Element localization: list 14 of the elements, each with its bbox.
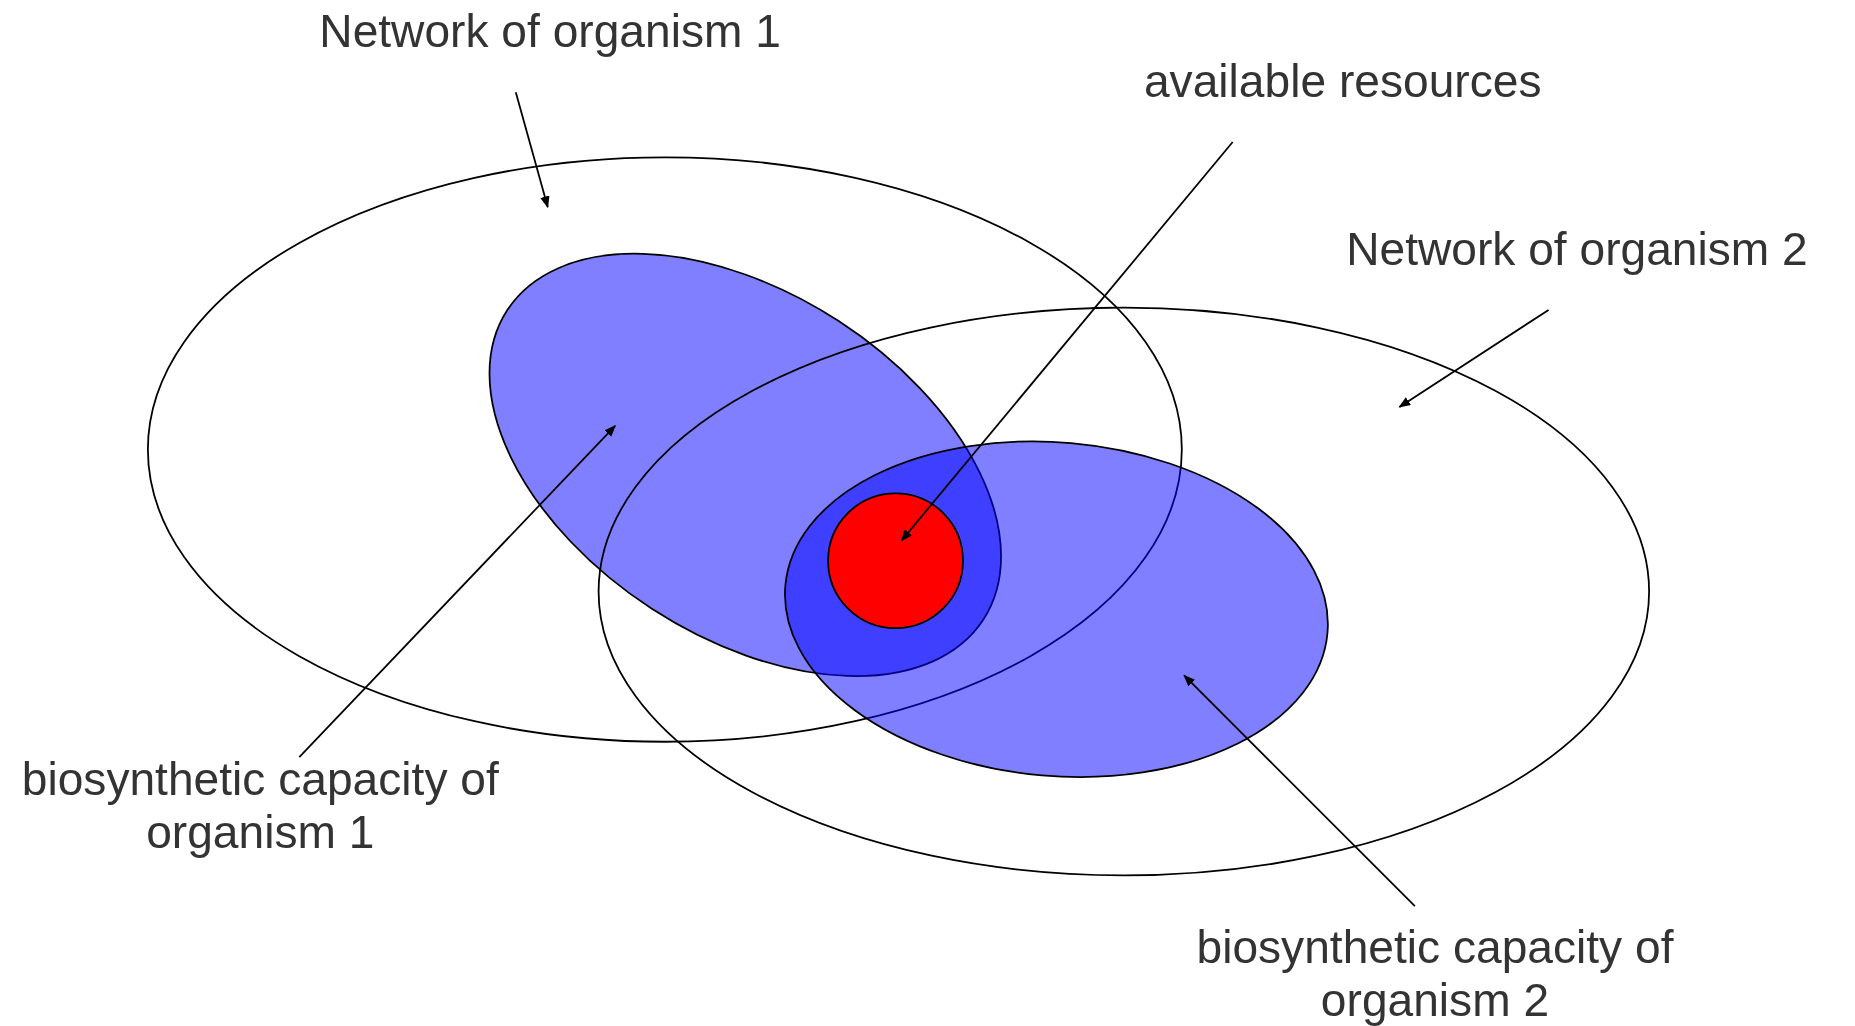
capacity-ellipse [784, 440, 1329, 778]
network-label: Network of organism 1 [272, 4, 829, 58]
leader-arrow [1183, 674, 1416, 908]
leader-arrow [514, 91, 550, 209]
leader-arrow [298, 425, 617, 758]
network-ellipse [147, 156, 1183, 743]
leader-arrow [900, 141, 1234, 542]
network-ellipse [597, 306, 1650, 877]
network-label: Network of organism 2 [1298, 222, 1855, 276]
resources-label: available resources [1100, 54, 1586, 108]
leader-arrow [1398, 309, 1550, 408]
capacity-label: biosynthetic capacity of organism 1 [5, 752, 515, 859]
resource-circle [827, 492, 964, 630]
capacity-label: biosynthetic capacity of organism 2 [1180, 920, 1690, 1026]
